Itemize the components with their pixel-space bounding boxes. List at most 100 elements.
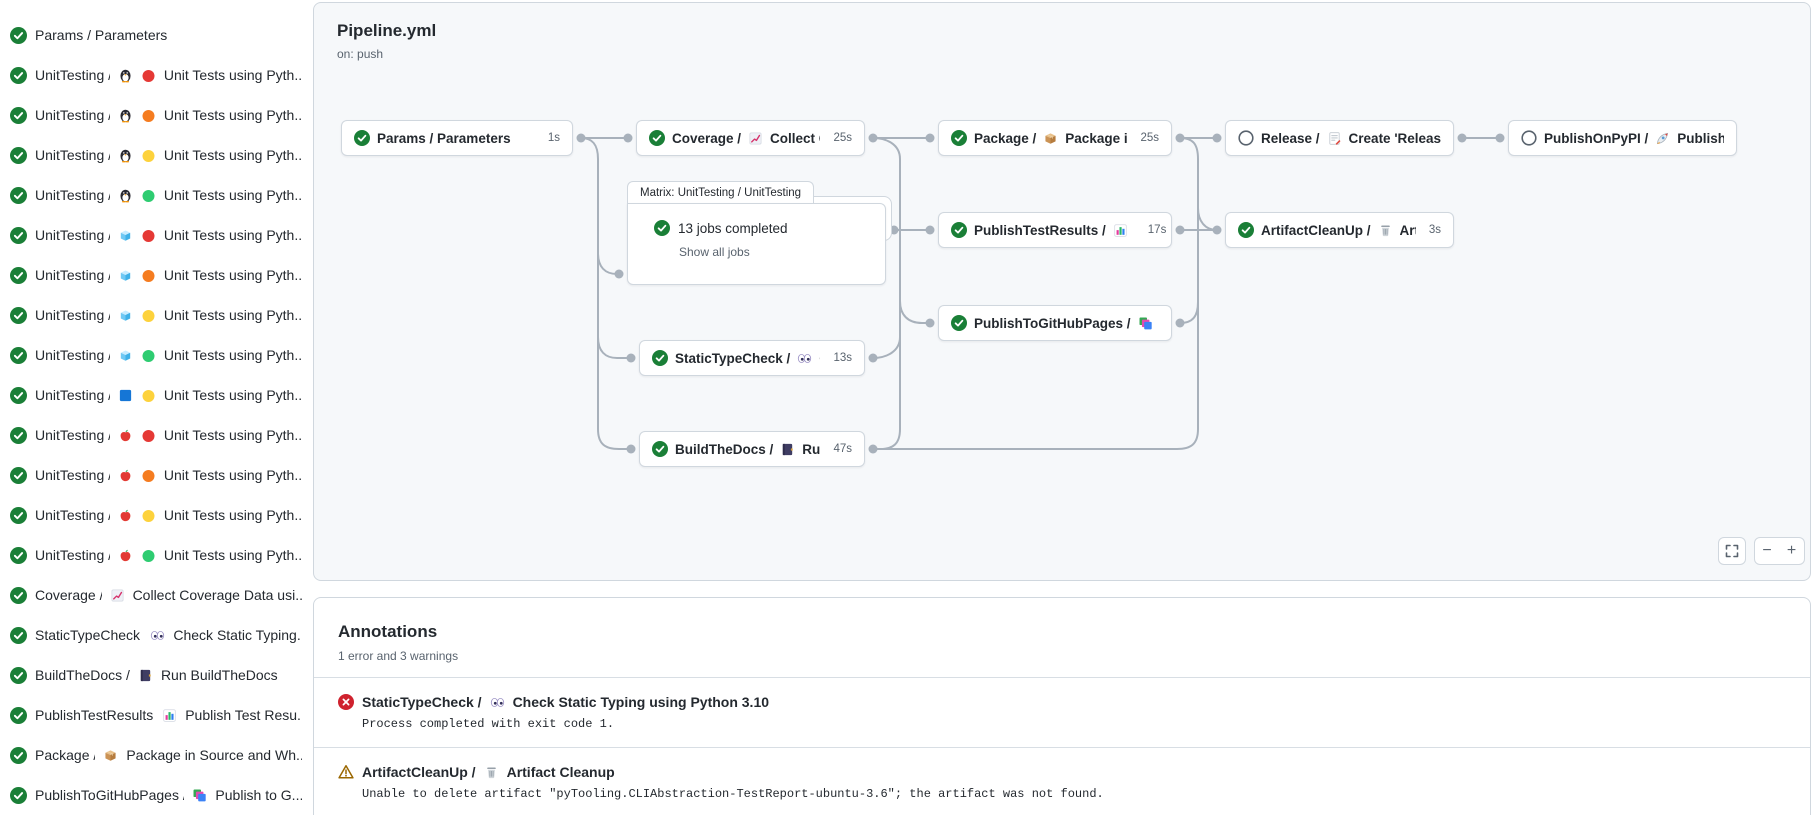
success-icon xyxy=(10,66,27,84)
node-job-name: BuildTheDocs / xyxy=(675,441,774,457)
sidebar-job-item[interactable]: UnitTesting /Unit Tests using Pyth... xyxy=(0,455,308,495)
graph-node-testresults[interactable]: PublishTestResults /Pu...17s xyxy=(938,212,1172,248)
sidebar-job-item[interactable]: UnitTesting /Unit Tests using Pyth... xyxy=(0,95,308,135)
sidebar-job-item[interactable]: UnitTesting /Unit Tests using Pyth... xyxy=(0,335,308,375)
annotation-job: StaticTypeCheck / xyxy=(362,694,482,710)
sidebar-job-item[interactable]: UnitTesting / Unit Tests using Pyth... xyxy=(0,375,308,415)
show-all-jobs-link[interactable]: Show all jobs xyxy=(679,245,750,259)
node-job-name: ArtifactCleanUp / xyxy=(1261,222,1371,238)
node-duration: 3s xyxy=(1428,224,1441,236)
success-icon xyxy=(10,386,27,404)
success-icon xyxy=(1238,222,1254,238)
windows-icon xyxy=(118,388,133,403)
node-step-label: Package in So... xyxy=(1065,130,1128,146)
sidebar-job-item[interactable]: UnitTesting /Unit Tests using Pyth... xyxy=(0,535,308,575)
node-job-name: Release / xyxy=(1261,130,1320,146)
sidebar-job-item[interactable]: UnitTesting /Unit Tests using Pyth... xyxy=(0,495,308,535)
matrix-card-body[interactable]: 13 jobs completed Show all jobs xyxy=(627,203,886,285)
sidebar-job-item[interactable]: Params / Parameters xyxy=(0,15,308,55)
graph-node-cleanup[interactable]: ArtifactCleanUp /Artifac...3s xyxy=(1225,212,1454,248)
node-duration: 13s xyxy=(833,352,852,364)
memo-icon xyxy=(1327,131,1342,146)
notebook-icon xyxy=(138,668,153,683)
dot-orange-icon xyxy=(141,108,156,123)
node-duration: 25s xyxy=(1140,132,1159,144)
ice-icon xyxy=(118,228,133,243)
chart-increasing-icon xyxy=(110,588,125,603)
job-name: UnitTesting / xyxy=(35,507,110,523)
dot-green-icon xyxy=(141,188,156,203)
job-label: Unit Tests using Pyth... xyxy=(163,547,302,563)
job-name: StaticTypeCheck / xyxy=(35,627,143,643)
sidebar-job-item[interactable]: UnitTesting /Unit Tests using Pyth... xyxy=(0,255,308,295)
node-step-label: Publish to ... xyxy=(1677,130,1724,146)
job-name: UnitTesting / xyxy=(35,387,110,403)
package-icon xyxy=(1043,131,1058,146)
annotation-title[interactable]: ArtifactCleanUp /Artifact Cleanup xyxy=(338,764,1786,780)
graph-node-pypi[interactable]: PublishOnPyPI / Publish to ... xyxy=(1508,120,1737,156)
success-icon xyxy=(10,586,27,604)
sidebar-job-item[interactable]: UnitTesting /Unit Tests using Pyth... xyxy=(0,415,308,455)
annotation-job: ArtifactCleanUp / xyxy=(362,764,476,780)
sidebar-job-item[interactable]: PublishToGitHubPages /Publish to G... xyxy=(0,775,308,815)
job-label: Run BuildTheDocs xyxy=(160,667,278,683)
dot-red-icon xyxy=(141,428,156,443)
annotation-error: StaticTypeCheck /Check Static Typing usi… xyxy=(314,678,1810,748)
node-duration: 17s xyxy=(1147,224,1167,236)
node-duration: 47s xyxy=(833,443,852,455)
success-icon xyxy=(10,26,27,44)
graph-node-coverage[interactable]: Coverage /Collect Cove...25s xyxy=(636,120,865,156)
success-icon xyxy=(10,706,27,724)
error-icon xyxy=(338,694,354,710)
zoom-out-button[interactable]: − xyxy=(1754,537,1780,565)
penguin-icon xyxy=(118,188,133,203)
graph-node-release[interactable]: Release /Create 'Release P... xyxy=(1225,120,1454,156)
sidebar-job-item[interactable]: BuildTheDocs /Run BuildTheDocs xyxy=(0,655,308,695)
success-icon xyxy=(10,306,27,324)
bar-chart-icon xyxy=(162,708,177,723)
chart-increasing-icon xyxy=(748,131,763,146)
node-job-name: PublishOnPyPI / xyxy=(1544,130,1649,146)
sidebar-job-item[interactable]: UnitTesting /Unit Tests using Pyth... xyxy=(0,175,308,215)
graph-node-docs[interactable]: BuildTheDocs /Run Buil...47s xyxy=(639,431,865,467)
dot-yellow-icon xyxy=(141,148,156,163)
success-icon xyxy=(10,346,27,364)
job-label: Collect Coverage Data usi... xyxy=(132,587,302,603)
annotation-title[interactable]: StaticTypeCheck /Check Static Typing usi… xyxy=(338,694,1786,710)
success-icon xyxy=(951,130,967,146)
node-job-name: Coverage / xyxy=(672,130,742,146)
rocket-icon xyxy=(1655,131,1670,146)
sidebar-job-item[interactable]: UnitTesting /Unit Tests using Pyth... xyxy=(0,55,308,95)
success-icon xyxy=(10,746,27,764)
bar-chart-icon xyxy=(1113,223,1128,238)
sidebar-job-item[interactable]: UnitTesting /Unit Tests using Pyth... xyxy=(0,135,308,175)
success-icon xyxy=(354,130,370,146)
job-label: Unit Tests using Pyth... xyxy=(163,187,302,203)
success-icon xyxy=(654,220,670,236)
fullscreen-button[interactable] xyxy=(1718,537,1746,565)
node-job-name: PublishToGitHubPages / xyxy=(974,315,1131,331)
penguin-icon xyxy=(118,148,133,163)
graph-node-package[interactable]: Package /Package in So...25s xyxy=(938,120,1172,156)
job-label: Unit Tests using Pyth... xyxy=(163,427,302,443)
job-label: Unit Tests using Pyth... xyxy=(163,307,302,323)
workflow-file-title: Pipeline.yml xyxy=(337,21,437,40)
notebook-icon xyxy=(780,442,795,457)
sidebar-job-item[interactable]: Coverage /Collect Coverage Data usi... xyxy=(0,575,308,615)
job-label: Unit Tests using Pyth... xyxy=(163,387,302,403)
zoom-in-button[interactable]: + xyxy=(1779,537,1805,565)
sidebar-job-item[interactable]: PublishTestResults /Publish Test Resu... xyxy=(0,695,308,735)
job-label: Package in Source and Wh... xyxy=(126,747,302,763)
graph-node-ghpages[interactable]: PublishToGitHubPages /...13s xyxy=(938,305,1172,341)
graph-node-typecheck[interactable]: StaticTypeCheck /Chec...13s xyxy=(639,340,865,376)
node-duration: 13s xyxy=(1167,317,1171,329)
sidebar-job-item[interactable]: Package /Package in Source and Wh... xyxy=(0,735,308,775)
sidebar-job-item[interactable]: StaticTypeCheck /Check Static Typing... xyxy=(0,615,308,655)
sidebar-job-item[interactable]: UnitTesting /Unit Tests using Pyth... xyxy=(0,215,308,255)
ice-icon xyxy=(118,308,133,323)
apple-icon xyxy=(118,508,133,523)
annotation-message: Process completed with exit code 1. xyxy=(362,717,615,731)
sidebar-job-item[interactable]: UnitTesting /Unit Tests using Pyth... xyxy=(0,295,308,335)
